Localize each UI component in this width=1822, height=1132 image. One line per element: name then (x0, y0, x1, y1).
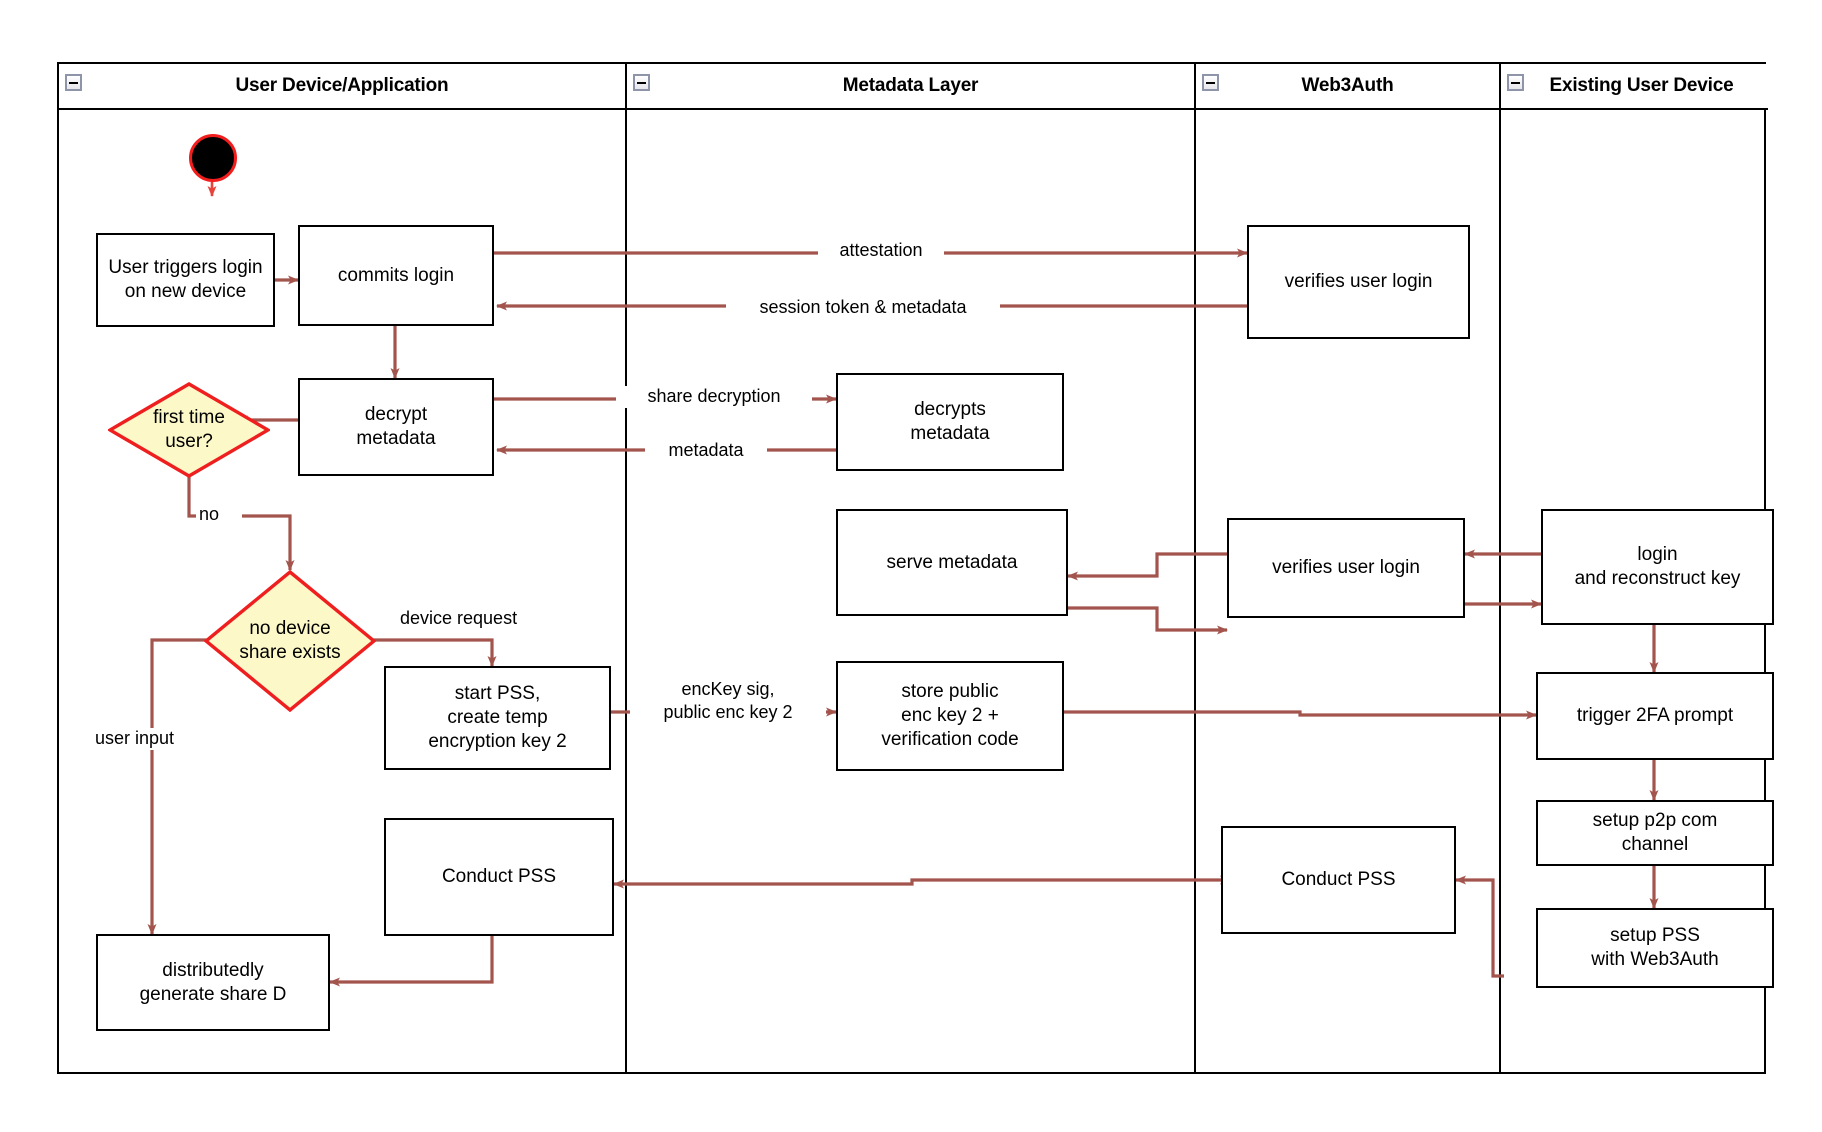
lane-header-user-device: User Device/Application (59, 64, 625, 110)
minus-box-icon[interactable] (65, 74, 82, 91)
edge-label-enckey-sig: encKey sig, public enc key 2 (630, 678, 826, 723)
node-distributedly-generate-share-d[interactable]: distributedly generate share D (96, 934, 330, 1031)
node-conduct-pss-web3auth[interactable]: Conduct PSS (1221, 826, 1456, 934)
node-setup-pss-with-web3auth[interactable]: setup PSS with Web3Auth (1536, 908, 1774, 988)
node-conduct-pss-user-device[interactable]: Conduct PSS (384, 818, 614, 936)
node-login-and-reconstruct-key[interactable]: login and reconstruct key (1541, 509, 1774, 625)
node-setup-p2p-com-channel[interactable]: setup p2p com channel (1536, 800, 1774, 866)
swimlane-pool: User Device/Application Metadata Layer W… (57, 62, 1768, 1074)
lane-title-metadata-layer: Metadata Layer (842, 75, 979, 96)
swimlane-web3auth: Web3Auth (1196, 64, 1501, 1072)
lane-header-web3auth: Web3Auth (1196, 64, 1499, 110)
minus-box-icon[interactable] (1507, 74, 1524, 91)
minus-box-icon[interactable] (1202, 74, 1219, 91)
lane-header-metadata-layer: Metadata Layer (627, 64, 1194, 110)
edge-label-device-request: device request (397, 608, 571, 630)
node-decrypt-metadata[interactable]: decrypt metadata (298, 378, 494, 476)
lane-title-web3auth: Web3Auth (1301, 75, 1394, 96)
swimlane-existing-user-device: Existing User Device (1501, 64, 1768, 1072)
edge-label-share-decryption: share decryption (616, 386, 812, 408)
edge-label-user-input: user input (92, 728, 218, 750)
swimlane-user-device: User Device/Application (59, 64, 627, 1072)
diamond-shape (204, 570, 376, 712)
edge-label-metadata: metadata (645, 440, 767, 462)
diamond-shape (108, 382, 270, 478)
node-start-pss[interactable]: start PSS, create temp encryption key 2 (384, 666, 611, 770)
minus-box-icon[interactable] (633, 74, 650, 91)
lane-title-existing-user-device: Existing User Device (1549, 75, 1734, 96)
node-store-public-enc-key[interactable]: store public enc key 2 + verification co… (836, 661, 1064, 771)
node-commits-login[interactable]: commits login (298, 225, 494, 326)
node-serve-metadata[interactable]: serve metadata (836, 509, 1068, 616)
edge-label-session-token-metadata: session token & metadata (726, 297, 1000, 319)
node-decrypts-metadata[interactable]: decrypts metadata (836, 373, 1064, 471)
decision-first-time-user[interactable]: first time user? (108, 382, 270, 478)
edge-label-no: no (196, 504, 242, 526)
lane-title-user-device: User Device/Application (235, 75, 449, 96)
edge-label-attestation: attestation (818, 240, 944, 262)
lane-header-existing-user-device: Existing User Device (1501, 64, 1768, 110)
start-node (189, 134, 237, 182)
decision-no-device-share-exists[interactable]: no device share exists (204, 570, 376, 712)
node-user-triggers-login[interactable]: User triggers login on new device (96, 233, 275, 327)
node-verifies-user-login-1[interactable]: verifies user login (1247, 225, 1470, 339)
node-trigger-2fa-prompt[interactable]: trigger 2FA prompt (1536, 672, 1774, 760)
node-verifies-user-login-2[interactable]: verifies user login (1227, 518, 1465, 618)
